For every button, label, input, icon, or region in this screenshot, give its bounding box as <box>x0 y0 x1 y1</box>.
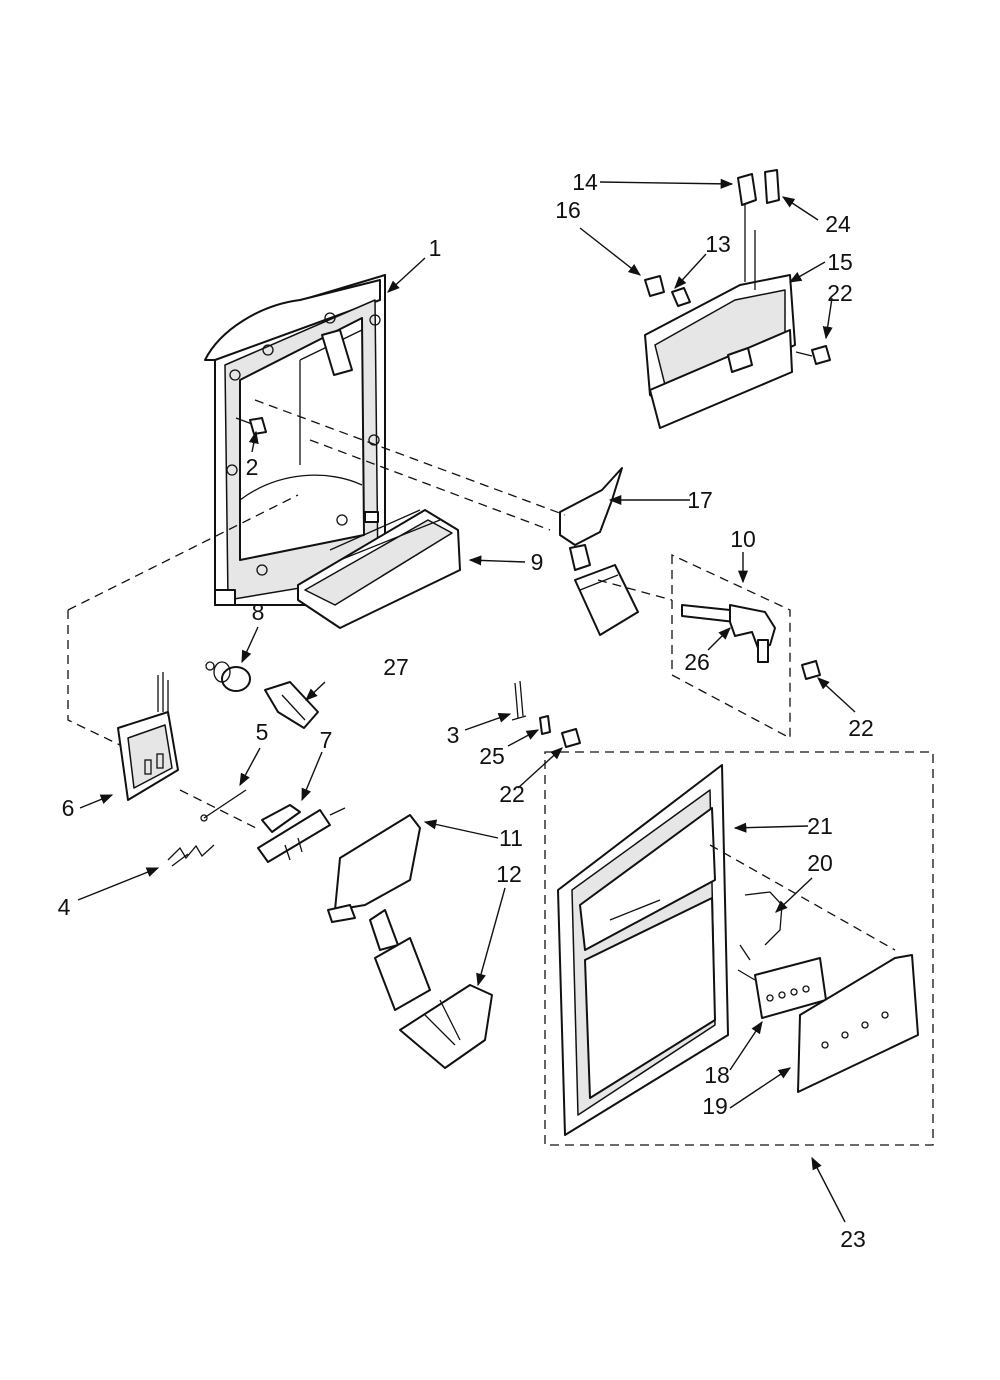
callout-26: 26 <box>684 649 710 675</box>
part-22-screw-a <box>795 345 831 365</box>
part-1-housing <box>204 274 386 606</box>
part-10-lever-assembly <box>671 553 791 740</box>
callout-8: 8 <box>252 599 265 625</box>
part-17-lever <box>559 467 639 636</box>
callout-17: 17 <box>687 487 713 513</box>
callout-13: 13 <box>705 231 731 257</box>
callout-21: 21 <box>807 813 833 839</box>
part-20-harness <box>737 891 783 981</box>
callout-22-b: 22 <box>848 715 874 741</box>
part-22-screw-c <box>801 660 821 680</box>
part-2-screw <box>235 417 267 435</box>
part-8-solenoid <box>205 661 251 692</box>
callout-15: 15 <box>827 249 853 275</box>
part-11-chute <box>327 814 431 1011</box>
part-21-panel <box>557 764 729 1136</box>
part-13-bushing <box>671 287 691 307</box>
callout-5: 5 <box>256 719 269 745</box>
leader-lines <box>77 178 856 1223</box>
callout-6: 6 <box>62 795 75 821</box>
callout-labels: 1 2 3 4 5 6 7 8 9 10 11 12 13 14 15 16 1… <box>58 169 874 1252</box>
callout-23: 23 <box>840 1226 866 1252</box>
part-27-cover <box>264 681 319 729</box>
callout-20: 20 <box>807 850 833 876</box>
part-6-module <box>117 672 179 801</box>
callout-18: 18 <box>704 1062 730 1088</box>
callout-22-c: 22 <box>499 781 525 807</box>
part-24-insulator <box>764 169 780 204</box>
alignment-lines <box>67 399 896 951</box>
callout-27: 27 <box>383 654 409 680</box>
callout-7: 7 <box>320 727 333 753</box>
callout-11: 11 <box>499 825 523 851</box>
part-4-spring <box>167 844 215 867</box>
callout-2: 2 <box>246 454 259 480</box>
part-3-spring-clip <box>511 680 527 721</box>
callout-25: 25 <box>479 743 505 769</box>
callout-16: 16 <box>555 197 581 223</box>
part-15-bracket <box>644 175 796 429</box>
part-16-cap <box>644 275 665 297</box>
part-7-actuator <box>257 804 346 863</box>
part-22-screw-b <box>561 728 581 748</box>
callout-22-a: 22 <box>827 280 853 306</box>
callout-14: 14 <box>572 169 598 195</box>
callout-10: 10 <box>730 526 756 552</box>
part-25-clip <box>539 715 551 735</box>
callout-9: 9 <box>531 549 544 575</box>
callout-1: 1 <box>429 235 442 261</box>
callout-12: 12 <box>496 861 522 887</box>
callout-19: 19 <box>702 1093 728 1119</box>
callout-3: 3 <box>447 722 460 748</box>
part-5-rod <box>200 789 247 822</box>
part-23-front-panel-assembly <box>544 751 934 1146</box>
part-14-switch <box>737 173 757 206</box>
part-12-cup <box>399 984 493 1069</box>
callout-24: 24 <box>825 211 851 237</box>
part-9-drip-tray <box>297 509 461 629</box>
part-19-control-cover <box>797 954 919 1093</box>
callout-4: 4 <box>58 894 71 920</box>
